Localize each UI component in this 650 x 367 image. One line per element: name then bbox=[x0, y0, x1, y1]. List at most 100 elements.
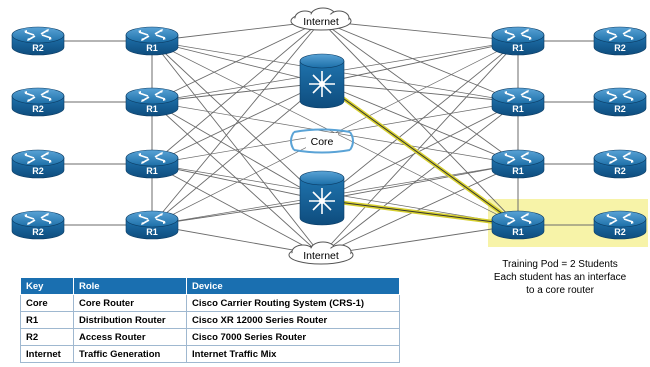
router-r2: R2 bbox=[11, 210, 65, 240]
legend-cell-device: Cisco XR 12000 Series Router bbox=[186, 311, 400, 329]
router-r1: R1 bbox=[491, 26, 545, 56]
caption-line-3: to a core router bbox=[526, 285, 594, 296]
legend-row: Internet Traffic Generation Internet Tra… bbox=[20, 345, 400, 363]
mesh-link bbox=[320, 20, 519, 165]
mesh-link bbox=[151, 40, 322, 256]
mesh-link bbox=[151, 20, 322, 103]
mesh-link bbox=[151, 20, 322, 226]
router-icon bbox=[125, 26, 179, 56]
pod-link bbox=[321, 199, 519, 226]
router-icon bbox=[125, 149, 179, 179]
core-ring: Core bbox=[290, 128, 354, 154]
router-r2: R2 bbox=[11, 87, 65, 117]
router-r1: R1 bbox=[125, 87, 179, 117]
mesh-link bbox=[320, 20, 519, 103]
core-router bbox=[299, 170, 345, 226]
router-label: R2 bbox=[614, 104, 626, 114]
router-icon bbox=[11, 210, 65, 240]
legend-cell-key: R1 bbox=[20, 311, 74, 329]
legend-cell-role: Traffic Generation bbox=[73, 345, 187, 363]
router-label: R2 bbox=[32, 227, 44, 237]
router-label: R1 bbox=[512, 227, 524, 237]
router-icon bbox=[593, 149, 647, 179]
mesh-link bbox=[151, 163, 322, 256]
legend-header-key: Key bbox=[20, 277, 74, 295]
cloud-icon bbox=[290, 7, 352, 31]
internet-label-top: Internet bbox=[303, 16, 339, 28]
mesh-link bbox=[151, 101, 323, 201]
mesh-link bbox=[320, 20, 519, 226]
mesh-link bbox=[151, 199, 323, 226]
router-icon bbox=[593, 210, 647, 240]
router-icon bbox=[125, 210, 179, 240]
router-label: R1 bbox=[146, 43, 158, 53]
legend-row: R1 Distribution Router Cisco XR 12000 Se… bbox=[20, 311, 400, 329]
core-router-icon bbox=[299, 170, 345, 226]
cloud-icon bbox=[288, 241, 354, 265]
mesh-link bbox=[151, 82, 323, 226]
legend-cell-key: Core bbox=[20, 294, 74, 312]
router-label: R1 bbox=[146, 227, 158, 237]
router-r2: R2 bbox=[593, 26, 647, 56]
legend-cell-device: Cisco Carrier Routing System (CRS-1) bbox=[186, 294, 400, 312]
router-r1: R1 bbox=[491, 149, 545, 179]
core-ring-icon bbox=[290, 128, 354, 154]
router-icon bbox=[11, 149, 65, 179]
router-label: R1 bbox=[146, 104, 158, 114]
router-r1: R1 bbox=[491, 210, 545, 240]
legend-row: R2 Access Router Cisco 7000 Series Route… bbox=[20, 328, 400, 346]
mesh-link bbox=[151, 101, 322, 256]
mesh-link bbox=[151, 82, 323, 165]
legend-header-device: Device bbox=[186, 277, 400, 295]
internet-cloud-bottom: Internet bbox=[288, 241, 354, 265]
mesh-link bbox=[321, 163, 519, 201]
mesh-link bbox=[151, 20, 322, 165]
router-label: R1 bbox=[512, 104, 524, 114]
core-router-icon bbox=[299, 53, 345, 109]
router-label: R1 bbox=[512, 43, 524, 53]
legend-header-row: Key Role Device bbox=[20, 277, 400, 295]
router-label: R2 bbox=[614, 43, 626, 53]
internet-label-bottom: Internet bbox=[303, 250, 339, 262]
router-label: R2 bbox=[614, 166, 626, 176]
mesh-link bbox=[151, 40, 323, 84]
router-icon bbox=[593, 87, 647, 117]
legend-cell-key: Internet bbox=[20, 345, 74, 363]
router-icon bbox=[593, 26, 647, 56]
router-icon bbox=[491, 149, 545, 179]
legend-cell-role: Access Router bbox=[73, 328, 187, 346]
legend-cell-device: Internet Traffic Mix bbox=[186, 345, 400, 363]
router-label: R2 bbox=[32, 166, 44, 176]
router-label: R2 bbox=[32, 43, 44, 53]
router-r1: R1 bbox=[125, 26, 179, 56]
mesh-link bbox=[320, 101, 519, 256]
mesh-link bbox=[320, 224, 519, 256]
router-r1: R1 bbox=[125, 149, 179, 179]
legend-cell-role: Distribution Router bbox=[73, 311, 187, 329]
legend-cell-key: R2 bbox=[20, 328, 74, 346]
mesh-link bbox=[321, 40, 519, 201]
router-label: R1 bbox=[512, 166, 524, 176]
router-r2: R2 bbox=[11, 149, 65, 179]
router-r2: R2 bbox=[593, 210, 647, 240]
router-icon bbox=[11, 26, 65, 56]
mesh-link bbox=[320, 40, 519, 256]
router-r1: R1 bbox=[491, 87, 545, 117]
pod-link bbox=[321, 82, 519, 226]
legend-table: Key Role Device Core Core Router Cisco C… bbox=[20, 277, 400, 363]
router-icon bbox=[491, 87, 545, 117]
legend-cell-device: Cisco 7000 Series Router bbox=[186, 328, 400, 346]
mesh-link bbox=[320, 20, 519, 42]
router-icon bbox=[491, 26, 545, 56]
router-label: R1 bbox=[146, 166, 158, 176]
router-r2: R2 bbox=[11, 26, 65, 56]
router-label: R2 bbox=[32, 104, 44, 114]
core-router bbox=[299, 53, 345, 109]
router-r2: R2 bbox=[593, 149, 647, 179]
router-icon bbox=[491, 210, 545, 240]
mesh-link bbox=[151, 40, 323, 201]
legend-cell-role: Core Router bbox=[73, 294, 187, 312]
caption-line-2: Each student has an interface bbox=[493, 272, 627, 283]
